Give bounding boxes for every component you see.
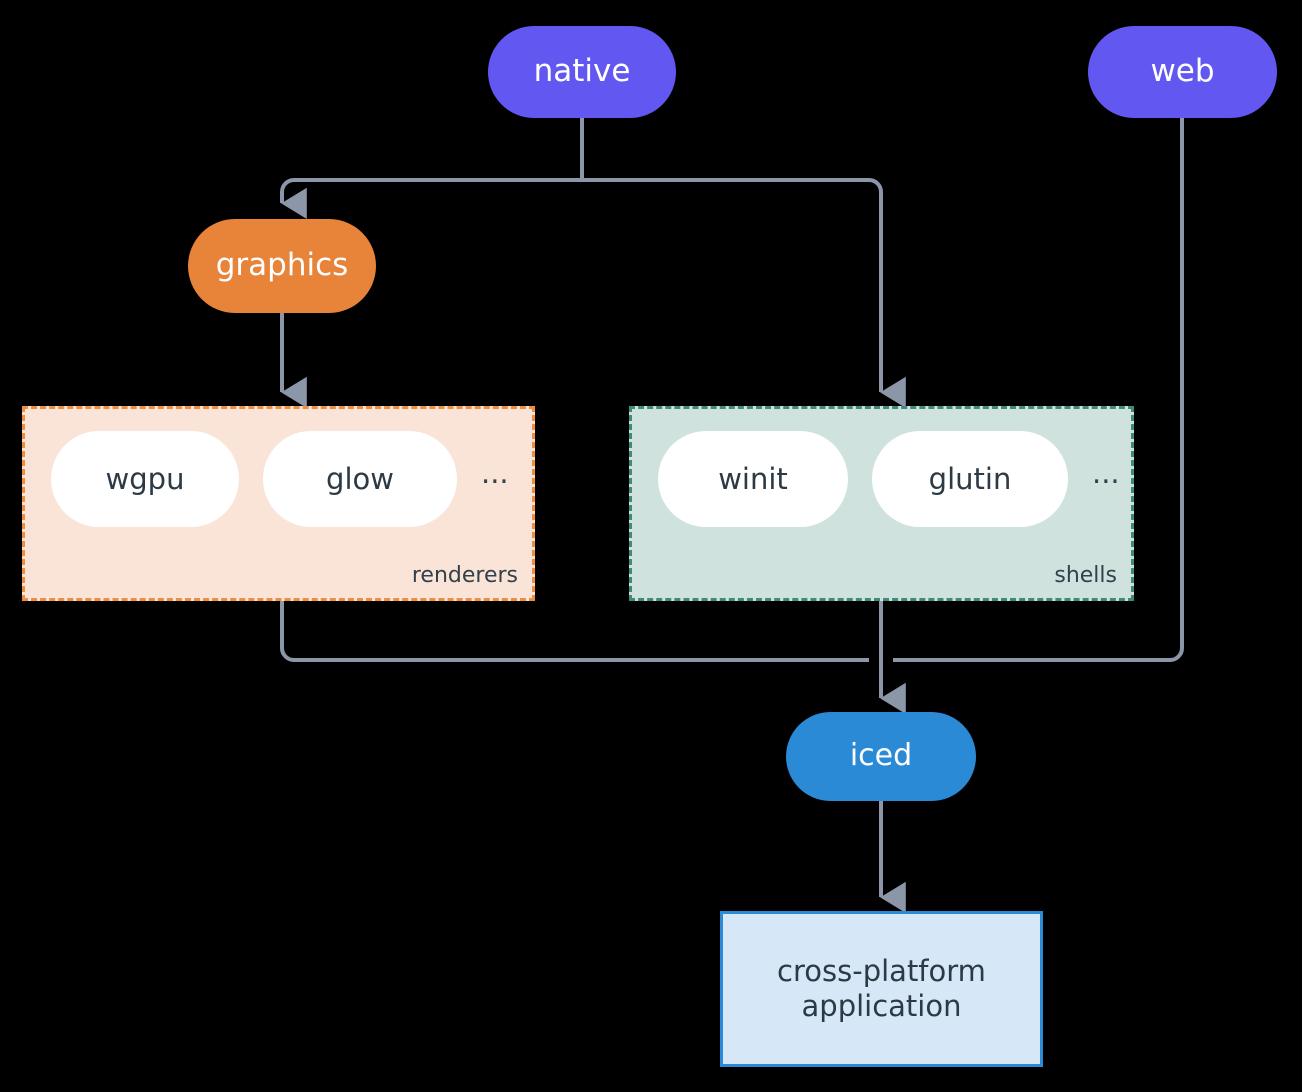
node-application[interactable]: cross-platform application	[720, 911, 1043, 1067]
shells-item-winit[interactable]: winit	[658, 431, 848, 527]
group-renderers[interactable]: wgpu glow ... renderers	[22, 406, 535, 601]
node-iced[interactable]: iced	[786, 712, 976, 801]
node-application-label-line2: application	[801, 989, 962, 1023]
shells-item-glutin[interactable]: glutin	[872, 431, 1068, 527]
node-web-label: web	[1150, 53, 1215, 90]
renderers-item-glow[interactable]: glow	[263, 431, 457, 527]
node-native[interactable]: native	[488, 26, 676, 118]
node-graphics[interactable]: graphics	[188, 219, 376, 313]
group-shells[interactable]: winit glutin ... shells	[629, 406, 1134, 601]
renderers-item-glow-label: glow	[326, 462, 394, 496]
shells-item-winit-label: winit	[718, 462, 788, 496]
node-graphics-label: graphics	[215, 247, 349, 284]
node-native-label: native	[533, 53, 631, 90]
renderers-item-row: wgpu glow ...	[51, 431, 509, 527]
group-renderers-label: renderers	[411, 563, 518, 588]
renderers-overflow-ellipsis: ...	[481, 455, 509, 490]
shells-overflow-ellipsis: ...	[1092, 455, 1120, 490]
node-application-label-line1: cross-platform	[777, 953, 986, 988]
shells-item-glutin-label: glutin	[928, 462, 1012, 496]
node-web[interactable]: web	[1088, 26, 1277, 118]
group-shells-label: shells	[1054, 563, 1117, 588]
node-iced-label: iced	[849, 738, 913, 774]
renderers-item-wgpu[interactable]: wgpu	[51, 431, 239, 527]
renderers-item-wgpu-label: wgpu	[105, 462, 185, 496]
edge-renderers-to-bus	[280, 601, 869, 662]
edge-native-to-graphics	[280, 178, 582, 220]
edge-native-to-shells	[582, 178, 906, 409]
shells-item-row: winit glutin ...	[658, 431, 1120, 527]
